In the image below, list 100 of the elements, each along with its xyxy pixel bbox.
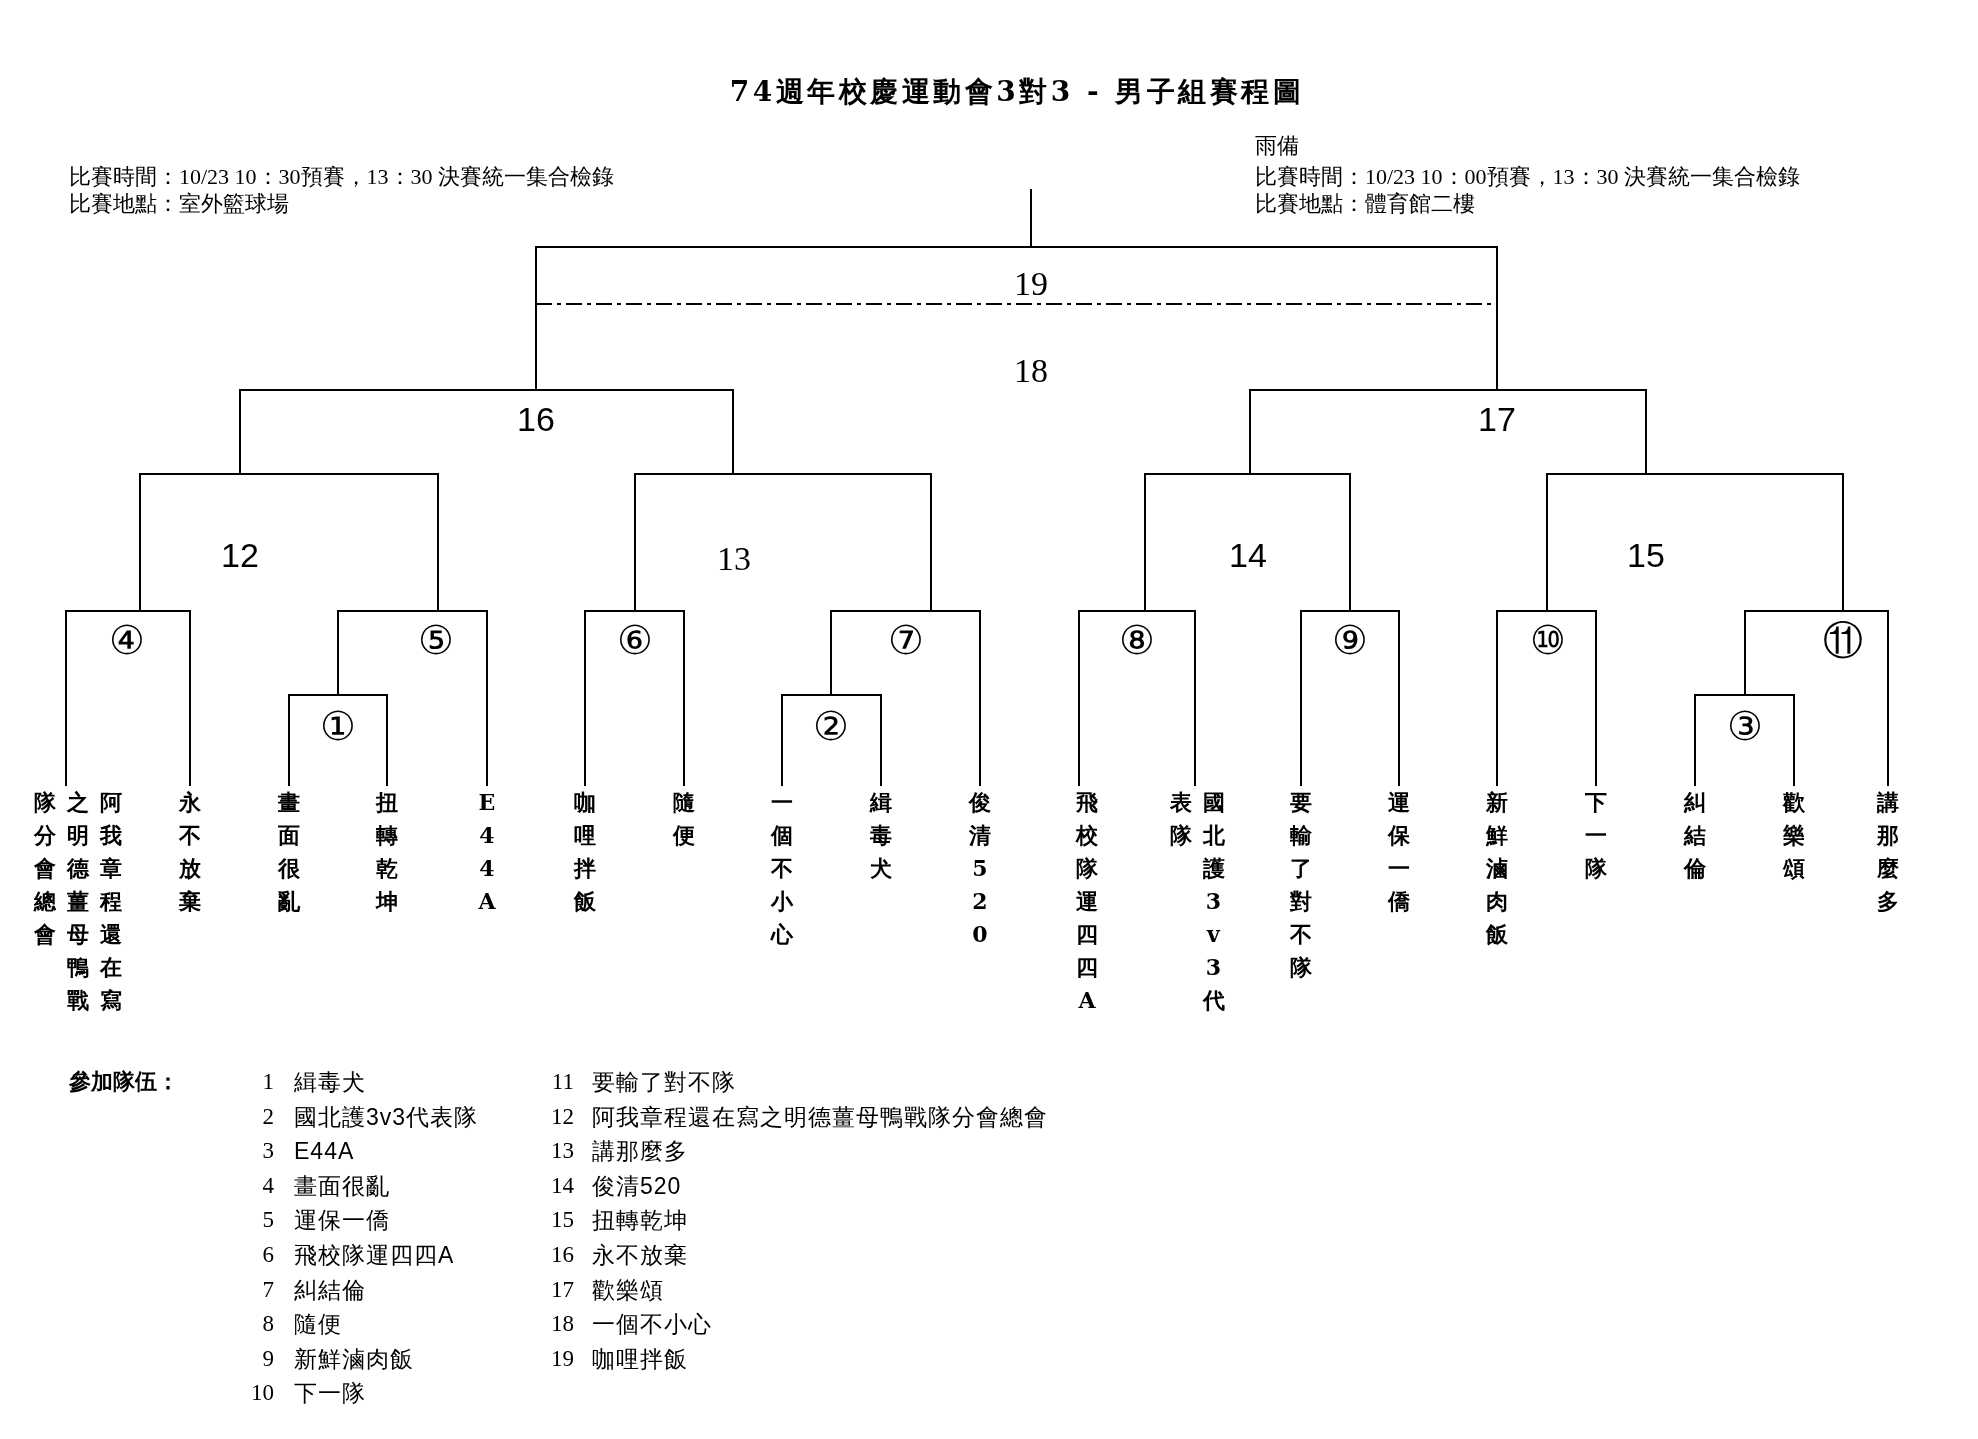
list-number: 10 [251, 1380, 274, 1407]
team-name: 扭轉乾坤 [375, 786, 399, 918]
list-number: 7 [262, 1276, 274, 1303]
bracket-line [139, 473, 241, 612]
bracket-line [437, 610, 488, 787]
list-team-name: 國北護3v3代表隊 [294, 1103, 479, 1130]
team-name: 一個不小心 [770, 786, 794, 951]
bracket-line [337, 694, 388, 787]
info-text: 比賽時間：10/23 10：30預賽，13：30 決賽統一集合檢錄 [69, 164, 615, 190]
match-number: ⑨ [1332, 620, 1368, 662]
list-number: 4 [262, 1172, 274, 1199]
team-name: 阿我章程還在寫之明德薑母鴨戰隊分會總會 [33, 786, 123, 1017]
list-heading: 參加隊伍： [69, 1069, 179, 1095]
team-name: 畫面很亂 [277, 786, 301, 918]
match-number: ⑩ [1530, 620, 1566, 662]
bracket-line [1144, 473, 1251, 612]
bracket-line [1546, 473, 1647, 612]
team-name: E44A [475, 786, 499, 918]
match-number: 15 [1627, 538, 1665, 574]
team-name: 緝毒犬 [869, 786, 893, 885]
list-team-name: 一個不小心 [592, 1310, 712, 1338]
bracket-line [830, 610, 932, 696]
team-name: 國北護3v3代表隊 [1168, 786, 1226, 1017]
bracket-line [1645, 473, 1844, 612]
list-team-name: 隨便 [294, 1310, 342, 1338]
bracket-line [337, 610, 439, 696]
match-number: 17 [1478, 402, 1516, 438]
list-team-name: 要輸了對不隊 [592, 1068, 736, 1096]
match-number: 19 [1014, 266, 1048, 302]
bracket-line [1496, 389, 1647, 475]
team-name: 俊清520 [968, 786, 992, 951]
info-text: 比賽時間：10/23 10：00預賽，13：30 決賽統一集合檢錄 [1255, 164, 1801, 190]
match-number: ⑥ [617, 620, 653, 662]
bracket-line [930, 610, 981, 787]
bracket-line [1030, 188, 1032, 248]
list-team-name: 下一隊 [294, 1380, 366, 1407]
info-text: 比賽地點：室外籃球場 [69, 191, 289, 217]
bracket-line [781, 694, 832, 787]
bracket-line [634, 610, 685, 787]
bracket-line [535, 389, 734, 475]
team-name: 運保一僑 [1387, 786, 1411, 918]
list-number: 8 [262, 1310, 274, 1338]
list-team-name: 講那麼多 [592, 1137, 688, 1165]
bracket-line [1249, 473, 1351, 612]
bracket-line [1300, 610, 1351, 787]
match-number: 12 [221, 538, 259, 574]
team-name: 糾結倫 [1683, 786, 1707, 885]
bracket-line [1030, 246, 1498, 391]
list-number: 9 [262, 1345, 274, 1372]
team-name: 飛校隊運四四A [1075, 786, 1099, 1017]
list-team-name: 新鮮滷肉飯 [294, 1345, 414, 1372]
list-number: 15 [551, 1207, 574, 1234]
list-number: 13 [551, 1137, 574, 1165]
team-name: 講那麼多 [1876, 786, 1900, 918]
list-team-name: 扭轉乾坤 [592, 1207, 688, 1234]
list-team-name: 歡樂頌 [592, 1276, 664, 1303]
match-number: 14 [1229, 538, 1267, 574]
bracket-line [1744, 694, 1795, 787]
list-number: 11 [551, 1068, 574, 1096]
match-number: ② [813, 706, 849, 748]
list-number: 18 [551, 1310, 574, 1338]
title: 74週年校慶運動會3對3 - 男子組賽程圖 [729, 75, 1305, 109]
list-team-name: 運保一僑 [294, 1207, 390, 1234]
list-number: 3 [262, 1137, 274, 1165]
match-number: ④ [109, 620, 145, 662]
list-team-name: 咖哩拌飯 [592, 1345, 688, 1372]
list-number: 14 [551, 1172, 574, 1199]
team-name: 要輸了對不隊 [1289, 786, 1313, 984]
info-text: 比賽地點：體育館二樓 [1255, 191, 1475, 217]
bracket-line [288, 694, 339, 787]
bracket-line [830, 694, 882, 787]
list-team-name: 永不放棄 [592, 1241, 688, 1269]
list-number: 16 [551, 1241, 574, 1269]
match-number: 18 [1014, 353, 1048, 389]
match-number: ③ [1727, 706, 1763, 748]
list-team-name: 飛校隊運四四A [294, 1241, 455, 1269]
bracket-line [1744, 610, 1844, 696]
match-number: 16 [517, 402, 555, 438]
team-name: 新鮮滷肉飯 [1485, 786, 1509, 951]
bracket-line [239, 473, 439, 612]
list-team-name: E44A [294, 1137, 355, 1165]
team-name: 隨便 [672, 786, 696, 852]
list-team-name: 阿我章程還在寫之明德薑母鴨戰隊分會總會 [592, 1103, 1048, 1130]
match-number: ⑪ [1823, 620, 1863, 662]
bracket-line [634, 473, 734, 612]
bracket-line [1144, 610, 1196, 787]
bracket-line [1078, 610, 1146, 787]
list-team-name: 緝毒犬 [294, 1068, 366, 1096]
list-number: 5 [262, 1207, 274, 1234]
list-number: 17 [551, 1276, 574, 1303]
list-number: 19 [551, 1345, 574, 1372]
match-number: 13 [717, 541, 751, 577]
bracket-line [239, 389, 537, 475]
bracket-line [1249, 389, 1498, 475]
bracket-line [1496, 610, 1548, 787]
team-name: 歡樂頌 [1782, 786, 1806, 885]
bracket-line [584, 610, 636, 787]
list-number: 12 [551, 1103, 574, 1130]
list-team-name: 俊清520 [592, 1172, 682, 1199]
bracket-line [65, 610, 141, 787]
